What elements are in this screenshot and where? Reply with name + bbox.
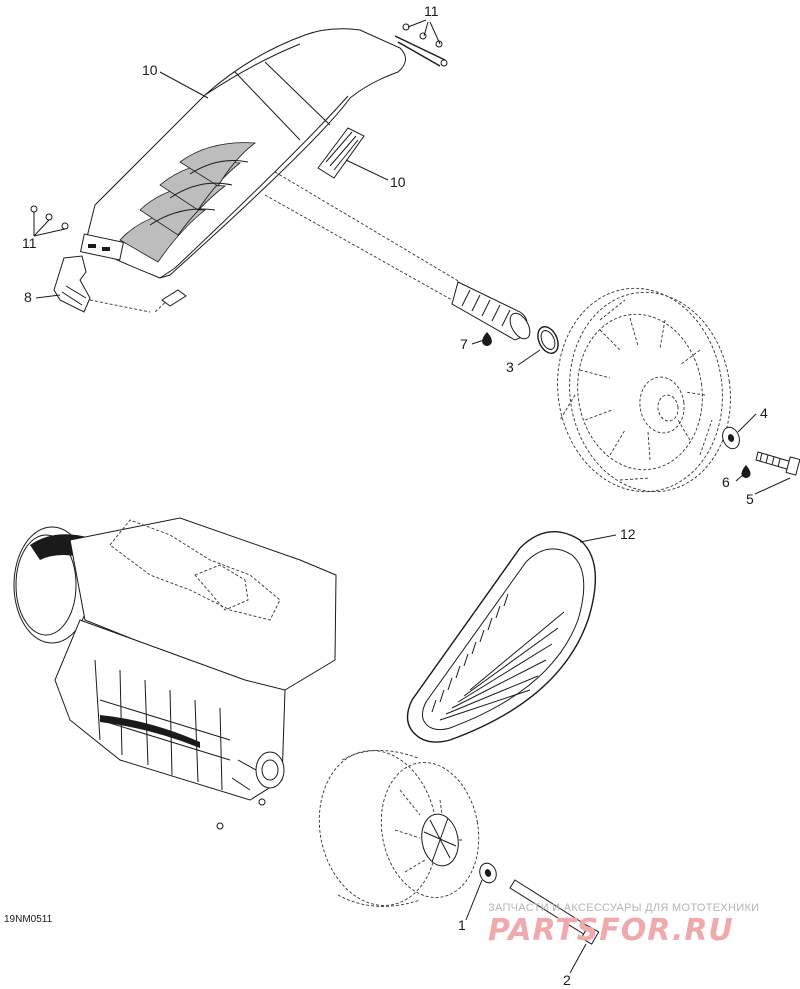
callout-6: 6 [722,474,730,490]
callout-3: 3 [506,359,514,375]
watermark-tagline: ЗАПЧАСТИ И АКСЕССУАРЫ ДЛЯ МОТОТЕХНИКИ [488,902,759,914]
callout-2: 2 [563,972,571,988]
callout-8: 8 [24,289,32,305]
callout-11-top: 11 [424,3,439,19]
driven-shaft [264,171,531,341]
pulley-bolt [755,451,800,476]
callout-12: 12 [620,526,636,542]
guard-bracket [53,255,187,313]
callout-11-left: 11 [22,235,37,251]
drive-pulley [318,750,480,907]
callout-7: 7 [460,336,468,352]
belt-guard [79,28,448,279]
grease-drop-icon [741,465,751,478]
callout-10-decal: 10 [390,174,406,190]
engine-block [13,517,337,830]
drive-belt [406,531,597,743]
callout-1: 1 [458,917,466,933]
callout-4: 4 [760,405,768,421]
shaft-ring [537,326,559,354]
callout-10-guard: 10 [142,62,158,78]
callout-5: 5 [746,491,754,507]
pulley-washer [722,426,740,450]
driven-pulley [557,287,731,493]
grease-drop-icon [482,332,492,346]
drawing-code: 19NM0511 [4,914,53,925]
watermark-brand: PARTSFOR.RU [488,913,734,948]
drive-pulley-washer [479,862,497,884]
nuts-left [30,205,69,230]
leader-lines [33,19,791,974]
warning-decal [317,127,365,179]
drive-pulley-bolt [509,879,600,945]
